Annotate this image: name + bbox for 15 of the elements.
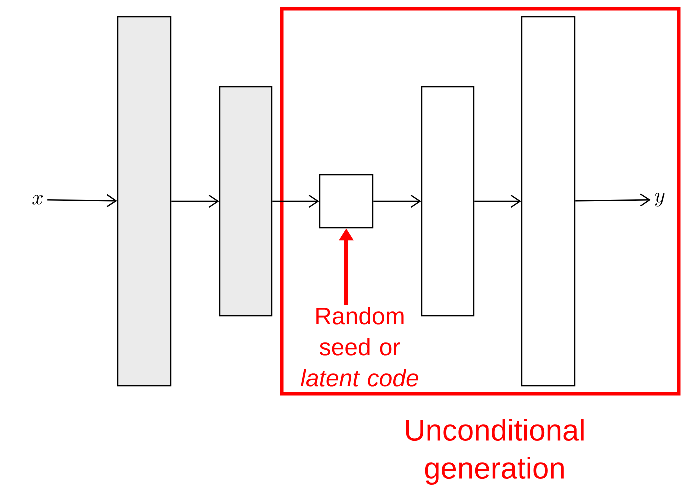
arrow [272,194,320,208]
annotation-text: Random seed or latent code [301,307,418,387]
arrow [474,194,522,208]
bar-box [219,86,273,317]
variable-symbol: $y$ [655,193,665,207]
arrow [374,194,422,208]
bar-box [117,16,172,387]
bar-box [421,86,475,317]
box [319,174,374,229]
arrow [48,194,118,208]
arrow [576,194,651,207]
arrow [172,194,220,208]
frame-label: Unconditional generation [406,419,584,485]
bar-box [521,16,576,387]
variable-symbol: $x$ [32,195,44,205]
